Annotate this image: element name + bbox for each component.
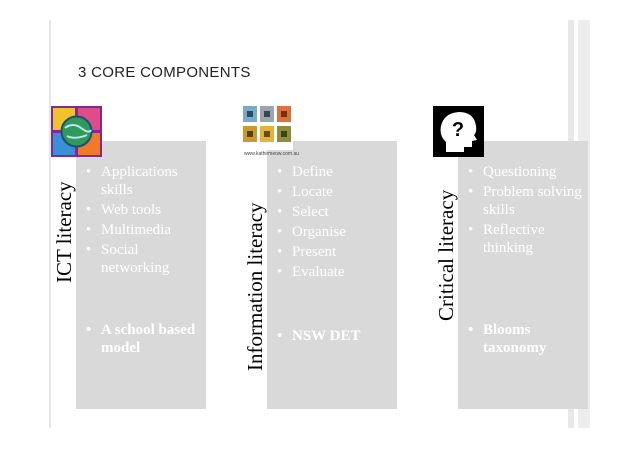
list-item: NSW DET bbox=[275, 327, 393, 345]
list-item: Problem solving skills bbox=[466, 183, 584, 219]
ict-literacy-bold-list: A school based model bbox=[84, 321, 202, 359]
list-item: Social networking bbox=[84, 241, 202, 277]
list-item: Define bbox=[275, 163, 393, 181]
list-item: Multimedia bbox=[84, 221, 202, 239]
information-literacy-list: Define Locate Select Organise Present Ev… bbox=[275, 163, 393, 283]
information-literacy-bold-list: NSW DET bbox=[275, 327, 393, 347]
thinking-head-icon: ? bbox=[433, 106, 484, 157]
information-literacy-panel: Define Locate Select Organise Present Ev… bbox=[267, 141, 397, 409]
critical-literacy-bold-list: Blooms taxonomy bbox=[466, 321, 584, 359]
critical-literacy-panel: Questioning Problem solving skills Refle… bbox=[458, 141, 588, 409]
list-item: Present bbox=[275, 243, 393, 261]
critical-literacy-label: Critical literacy bbox=[434, 189, 458, 321]
information-literacy-label: Information literacy bbox=[243, 202, 267, 371]
ict-literacy-label: ICT literacy bbox=[52, 181, 76, 283]
list-item: Applications skills bbox=[84, 163, 202, 199]
list-item: Select bbox=[275, 203, 393, 221]
ict-literacy-panel: Applications skills Web tools Multimedia… bbox=[76, 141, 206, 409]
list-item: Web tools bbox=[84, 201, 202, 219]
list-item: Locate bbox=[275, 183, 393, 201]
slide-title: 3 CORE COMPONENTS bbox=[78, 64, 251, 81]
list-item: Questioning bbox=[466, 163, 584, 181]
list-item: Reflective thinking bbox=[466, 221, 584, 257]
svg-text:?: ? bbox=[452, 119, 464, 141]
icon-caption: www.kathirmeow.com.au bbox=[244, 151, 300, 157]
list-item: Organise bbox=[275, 223, 393, 241]
globe-collage-icon bbox=[51, 106, 102, 157]
list-item: Blooms taxonomy bbox=[466, 321, 584, 357]
critical-literacy-list: Questioning Problem solving skills Refle… bbox=[466, 163, 584, 259]
ict-literacy-list: Applications skills Web tools Multimedia… bbox=[84, 163, 202, 279]
list-item: A school based model bbox=[84, 321, 202, 357]
list-item: Evaluate bbox=[275, 263, 393, 281]
slide-left-edge bbox=[49, 20, 51, 428]
process-steps-icon bbox=[241, 104, 293, 150]
